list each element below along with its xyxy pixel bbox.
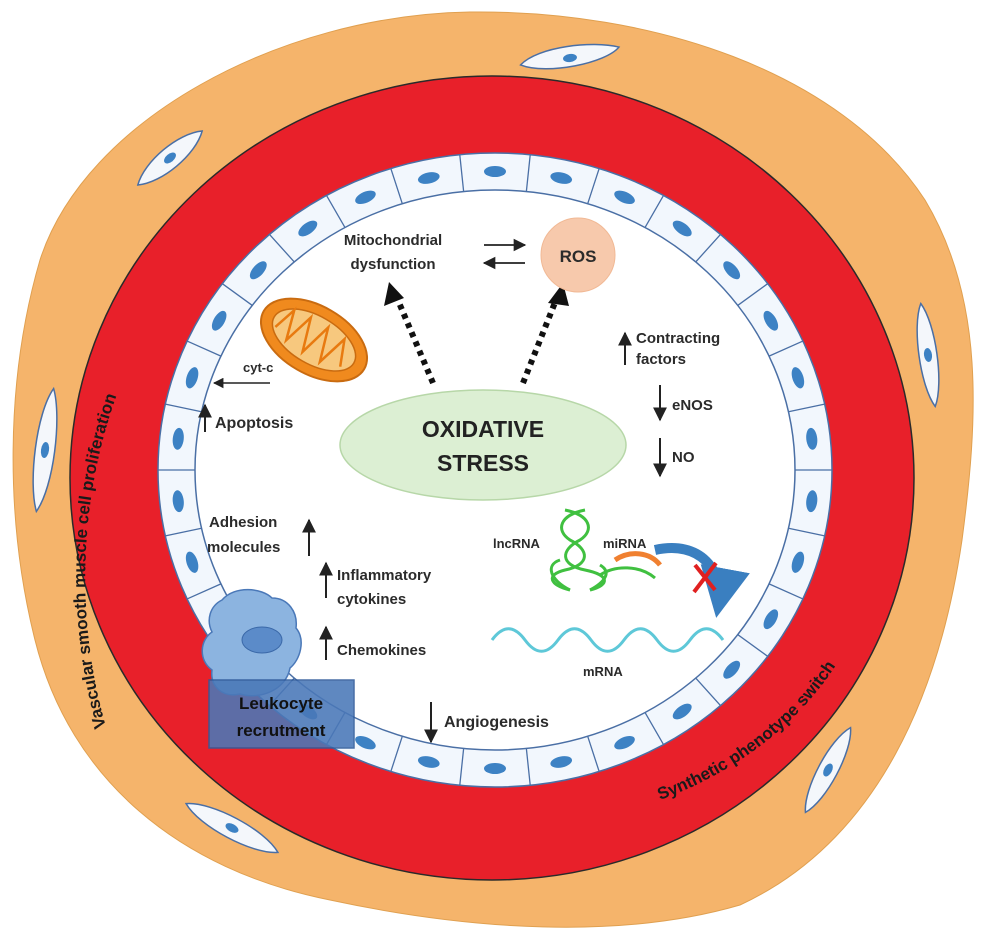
leukocyte-line2: recrutment bbox=[237, 721, 326, 740]
mirna-icon bbox=[613, 551, 662, 567]
endothelial-cell-border bbox=[221, 283, 253, 306]
endothelial-nucleus bbox=[355, 735, 376, 750]
endothelial-nucleus bbox=[672, 703, 692, 720]
endothelial-nucleus bbox=[614, 735, 635, 750]
oxidative-stress-ellipse bbox=[339, 389, 627, 501]
endothelial-cell-border bbox=[768, 340, 804, 357]
smooth-muscle-cell bbox=[184, 802, 280, 854]
endothelial-nucleus bbox=[417, 756, 440, 768]
endothelial-nucleus bbox=[763, 609, 779, 630]
endothelial-cell-border bbox=[768, 583, 804, 600]
endothelial-nucleus bbox=[172, 427, 184, 450]
endothelial-cell-border bbox=[269, 233, 295, 263]
smooth-muscle-cell bbox=[804, 726, 852, 814]
chemokines-label: Chemokines bbox=[337, 642, 426, 659]
enos-label: eNOS bbox=[672, 397, 713, 414]
endothelial-cell-border bbox=[390, 736, 403, 772]
contracting-line1: Contracting bbox=[636, 330, 720, 347]
endothelial-cell-border bbox=[695, 233, 721, 263]
endothelial-nucleus bbox=[484, 763, 506, 774]
endothelial-nucleus bbox=[249, 261, 267, 280]
endothelial-nucleus bbox=[672, 220, 692, 237]
endothelial-nucleus bbox=[791, 551, 805, 573]
adhesion-line1: Adhesion bbox=[209, 514, 277, 531]
endothelial-nucleus bbox=[723, 261, 741, 280]
endothelial-cell-border bbox=[695, 677, 721, 707]
endothelial-nucleus bbox=[211, 310, 227, 331]
endothelial-cell-border bbox=[525, 154, 531, 192]
mirna-label: miRNA bbox=[603, 536, 647, 551]
endothelial-cell-border bbox=[788, 403, 825, 413]
smooth-muscle-cell bbox=[32, 386, 58, 514]
endothelial-cell-border bbox=[587, 168, 600, 204]
endothelial-nucleus bbox=[185, 367, 199, 389]
endothelial-cell-border bbox=[186, 340, 222, 357]
endothelial-cell-border bbox=[525, 748, 531, 786]
endothelial-nucleus bbox=[614, 190, 635, 205]
endothelial-nucleus bbox=[355, 190, 376, 205]
endothelial-cell-border bbox=[186, 583, 222, 600]
apoptosis-label: Apoptosis bbox=[215, 415, 293, 432]
endothelial-nucleus bbox=[763, 310, 779, 331]
mrna-label: mRNA bbox=[583, 664, 623, 679]
endothelial-cell-border bbox=[644, 195, 665, 228]
no-label: NO bbox=[672, 449, 695, 466]
endothelial-nucleus bbox=[550, 756, 573, 768]
ros-label: ROS bbox=[560, 247, 597, 266]
endothelial-nucleus bbox=[298, 220, 318, 237]
endothelial-nucleus bbox=[806, 427, 818, 450]
lncrna-label: lncRNA bbox=[493, 536, 541, 551]
inflammatory-line1: Inflammatory bbox=[337, 567, 432, 584]
endothelial-nucleus bbox=[550, 172, 573, 184]
smooth-muscle-cell bbox=[136, 130, 204, 186]
smooth-muscle-cell bbox=[916, 301, 940, 409]
blocked-translation-arrow bbox=[653, 543, 750, 618]
leukocyte-line1: Leukocyte bbox=[239, 694, 323, 713]
mitochondrion-icon bbox=[259, 297, 369, 383]
oxidative-stress-line2: STRESS bbox=[437, 450, 529, 476]
mirna-pairing-icon bbox=[599, 566, 656, 580]
endothelial-cell-border bbox=[165, 527, 202, 537]
ros-circle bbox=[540, 217, 616, 293]
dotted-arrow-to-ros bbox=[520, 298, 559, 385]
endothelial-cell-border bbox=[459, 748, 465, 786]
leukocyte-nucleus-icon bbox=[241, 626, 283, 654]
contracting-line2: factors bbox=[636, 351, 686, 368]
oxidative-stress-line1: OXIDATIVE bbox=[422, 416, 544, 442]
lncrna-icon bbox=[549, 508, 608, 592]
inflammatory-line2: cytokines bbox=[337, 591, 406, 608]
smooth-muscle-cell bbox=[519, 43, 621, 70]
angiogenesis-label: Angiogenesis bbox=[444, 714, 549, 731]
endothelial-cell-border bbox=[165, 403, 202, 413]
dotted-arrowhead-mito bbox=[384, 282, 404, 306]
endothelial-nucleus bbox=[484, 166, 506, 177]
endothelial-nucleus bbox=[417, 172, 440, 184]
endothelial-nucleus bbox=[791, 367, 805, 389]
adhesion-line2: molecules bbox=[207, 539, 280, 556]
cyt-c-label: cyt-c bbox=[243, 360, 273, 375]
mito-dysfunction-line1: Mitochondrial bbox=[344, 232, 442, 249]
endothelial-nucleus bbox=[806, 490, 818, 513]
endothelial-cell-border bbox=[737, 634, 769, 657]
endothelial-cell-border bbox=[390, 168, 403, 204]
endothelial-cell-border bbox=[788, 527, 825, 537]
endothelial-cell-border bbox=[737, 283, 769, 306]
smooth-muscle-cells bbox=[32, 43, 940, 854]
mito-dysfunction-line2: dysfunction bbox=[351, 256, 436, 273]
block-x-icon bbox=[692, 561, 718, 594]
mrna-icon bbox=[490, 627, 725, 653]
endothelial-nucleus bbox=[185, 551, 199, 573]
endothelial-cell-border bbox=[459, 154, 465, 192]
leukocyte-recruitment-box bbox=[208, 679, 355, 749]
endothelial-nucleus bbox=[723, 660, 741, 679]
endothelial-nucleus bbox=[172, 490, 184, 513]
endothelial-cell-border bbox=[325, 195, 346, 228]
endothelial-cell-border bbox=[644, 712, 665, 745]
endothelial-cell-border bbox=[587, 736, 600, 772]
